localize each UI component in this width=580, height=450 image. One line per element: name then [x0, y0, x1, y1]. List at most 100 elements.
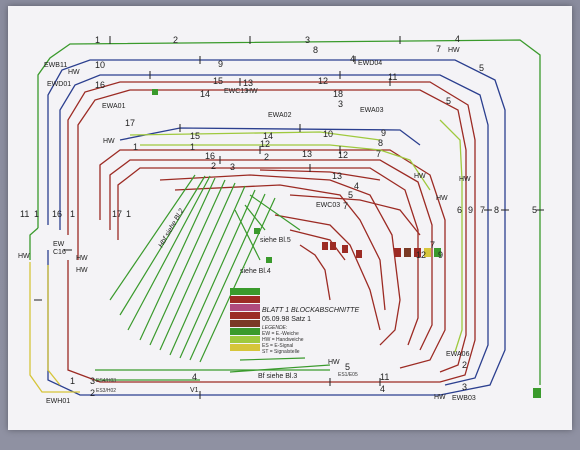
block-number: 5 — [345, 362, 350, 372]
red-track-loops — [67, 81, 476, 383]
block-number: 11 — [388, 72, 397, 82]
label-ewa03: EWA03 — [360, 107, 384, 114]
label-hw-r3: HW — [414, 173, 426, 180]
block-number: 13 — [302, 149, 312, 159]
label-ewb11: EWB11 — [44, 62, 67, 69]
label-hw-br: HW — [434, 394, 446, 401]
block-number: 1 — [95, 35, 100, 45]
block-number: 15 — [213, 76, 223, 86]
block-number: 12 — [338, 150, 348, 160]
block-number: 5 — [532, 205, 537, 215]
block-number: 14 — [263, 131, 273, 141]
outer-green-loop — [29, 39, 541, 385]
label-bl2: Hbf siehe Bl.2 — [158, 208, 186, 249]
block-number: 13 — [332, 171, 342, 181]
label-ewa01: EWA01 — [102, 103, 126, 110]
track-plan-sheet: EWB11 EWD01 EWA01 EWC13 EWD04 EWA02 EWA0… — [8, 6, 572, 430]
label-ewa06: EWA06 — [446, 351, 470, 358]
label-bl3: Bf siehe Bl.3 — [258, 373, 297, 380]
track-plan-diagram: EWB11 EWD01 EWA01 EWC13 EWD04 EWA02 EWA0… — [18, 34, 544, 405]
block-number: 18 — [333, 89, 343, 99]
legend-date: 05.09.98 Satz 1 — [262, 316, 311, 323]
block-number: 2 — [211, 161, 216, 171]
block-number: 7 — [343, 201, 348, 211]
legend-row: ST = Signalstelle — [262, 349, 300, 355]
block-number: 17 — [112, 209, 122, 219]
label-hw-top: HW — [68, 69, 80, 76]
block-number: 2 — [264, 152, 269, 162]
label-es3: ES3/H02 — [96, 388, 116, 394]
block-number: 11 — [20, 209, 29, 219]
legend-swatches — [230, 288, 260, 351]
block-number: 16 — [205, 151, 215, 161]
block-number: 7 — [430, 240, 435, 250]
block-number: 8 — [378, 138, 383, 148]
block-number: 3 — [305, 35, 310, 45]
block-number: 9 — [438, 250, 443, 260]
label-bl4: siehe Bl.4 — [240, 268, 271, 275]
block-number: 5 — [348, 190, 353, 200]
legend: BLATT 1 BLOCKABSCHNITTE 05.09.98 Satz 1 … — [262, 307, 359, 355]
label-hw-right: HW — [448, 47, 460, 54]
label-ewb03: EWB03 — [452, 395, 476, 402]
block-number: 10 — [95, 60, 105, 70]
block-number: 2 — [462, 360, 467, 370]
block-number: 14 — [200, 89, 210, 99]
label-es1: ES1/E05 — [338, 372, 358, 378]
block-number: 17 — [125, 118, 135, 128]
block-number: 4 — [354, 181, 359, 191]
block-number: 12 — [260, 139, 270, 149]
block-number: 6 — [457, 205, 462, 215]
label-hw-r2: HW — [459, 176, 471, 183]
block-number: 12 — [318, 76, 328, 86]
block-number: 1 — [190, 142, 195, 152]
block-number: 4 — [192, 372, 197, 382]
block-number: 3 — [338, 99, 343, 109]
block-number: 9 — [381, 128, 386, 138]
label-hw-ew: HW — [103, 138, 115, 145]
block-number: 8 — [313, 45, 318, 55]
block-number: 7 — [376, 149, 381, 159]
block-number: 16 — [52, 209, 62, 219]
block-markers — [152, 89, 541, 398]
block-number: 1 — [126, 209, 131, 219]
block-separators — [34, 36, 544, 399]
block-number: 5 — [479, 63, 484, 73]
label-ewd01: EWD01 — [47, 81, 71, 88]
label-hw-mid: HW — [246, 88, 258, 95]
hbf-fan-tracks — [95, 174, 331, 381]
label-hw-b: HW — [76, 267, 88, 274]
legend-title: BLATT 1 BLOCKABSCHNITTE — [262, 307, 359, 314]
block-number: 16 — [95, 80, 105, 90]
block-number: 7 — [436, 44, 441, 54]
switch-labels: EWB11 EWD01 EWA01 EWC13 EWD04 EWA02 EWA0… — [18, 47, 476, 405]
label-es4: ES4/H03 — [96, 378, 116, 384]
block-number: 7 — [480, 205, 485, 215]
label-ew: EW — [53, 241, 65, 248]
label-hw-left: HW — [18, 253, 30, 260]
label-hw-bottom: HW — [328, 359, 340, 366]
block-number: 1 — [34, 209, 39, 219]
block-number: 12 — [416, 250, 426, 260]
label-ewd04: EWD04 — [358, 60, 382, 67]
block-number: 4 — [455, 34, 460, 44]
label-bl5: siehe Bl.5 — [260, 237, 291, 244]
label-ewc03: EWC03 — [316, 202, 340, 209]
label-ewa02: EWA02 — [268, 112, 292, 119]
legend-row: HW = Handweiche — [262, 337, 304, 343]
block-number: 9 — [468, 205, 473, 215]
yellow-track — [29, 262, 80, 393]
block-number: 2 — [90, 388, 95, 398]
label-c16: C16 — [53, 249, 66, 256]
block-number: 1 — [133, 142, 138, 152]
label-hw-r4: HW — [436, 195, 448, 202]
legend-heading: LEGENDE: — [262, 325, 288, 331]
label-hw-a: HW — [76, 255, 88, 262]
block-number: 4 — [380, 384, 385, 394]
block-number: 3 — [90, 376, 95, 386]
blue-track-loops — [47, 59, 506, 396]
block-number: 3 — [462, 382, 467, 392]
block-number: 15 — [190, 131, 200, 141]
label-ewc13: EWC13 — [224, 88, 248, 95]
legend-row: ES = E-Signal — [262, 343, 293, 349]
